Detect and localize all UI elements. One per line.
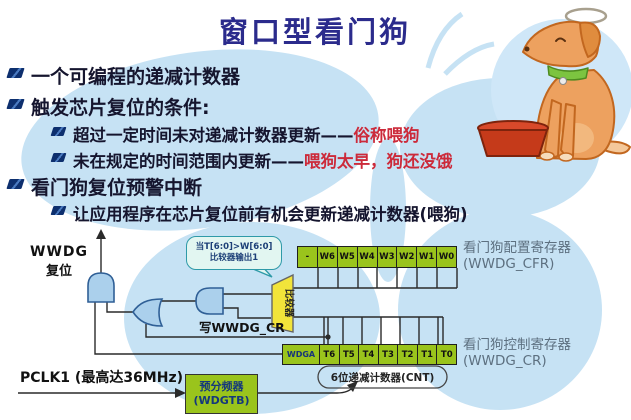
collar-tag: [559, 77, 567, 85]
bullet-icon: [50, 153, 67, 162]
bullet-text: 超过一定时间未对递减计数器更新——俗称喂狗: [73, 126, 420, 145]
bullet-text: 看门狗复位预警中断: [31, 177, 203, 199]
butterfly-antenna: [443, 41, 495, 76]
dog-paw: [558, 152, 574, 162]
bullet-text: 让应用程序在芯片复位前有机会更新递减计数器(喂狗): [73, 205, 468, 224]
bullet-item: 让应用程序在芯片复位前有机会更新递减计数器(喂狗): [50, 201, 468, 225]
register-bit-cell: T4: [359, 344, 379, 365]
comparator: [271, 273, 294, 333]
bullet-icon: [50, 206, 67, 215]
write-wwdg-cr-label: 写WWDG_CR: [199, 320, 285, 335]
dog-ear: [579, 21, 601, 58]
register-bit-cell: W5: [337, 246, 358, 268]
register-bit-cell: W0: [437, 246, 457, 268]
dog-illustration: [477, 7, 631, 162]
register-bit-cell: W6: [317, 246, 338, 268]
comparator-note-bubble: 当T[6:0]>W[6:0] 比较器输出1: [186, 236, 282, 270]
highlight-text: 俗称喂狗: [353, 126, 420, 145]
register-bit-cell: T0: [437, 344, 458, 365]
butterfly-antenna: [425, 11, 464, 69]
bullet-item: 超过一定时间未对递减计数器更新——俗称喂狗: [50, 122, 420, 146]
cnt-counter-label: 6位递减计数器(CNT): [330, 372, 435, 384]
highlight-text: 喂狗太早，狗还没饿: [304, 152, 453, 171]
wwdg-cr-register: WDGA T6 T5 T4 T3 T2 T1 T0: [282, 344, 458, 365]
bullet-item: 未在规定的时间范围内更新——喂狗太早，狗还没饿: [50, 148, 453, 172]
prescaler-box: 预分频器 (WDGTB): [185, 374, 258, 414]
register-bit-cell: W1: [417, 246, 438, 268]
and-gate-write: [195, 287, 224, 315]
cnt-bracket: [317, 365, 448, 389]
bullet-item: 一个可编程的递减计数器: [6, 62, 241, 89]
register-bit-cell: W4: [357, 246, 378, 268]
register-bit-cell: -: [297, 246, 318, 268]
dog-paw: [539, 151, 555, 161]
register-bit-cell: T2: [398, 344, 418, 365]
comparator-label: 比较器: [283, 289, 295, 318]
or-gate: [132, 298, 164, 327]
bullet-icon: [6, 68, 25, 78]
register-bit-cell: W2: [397, 246, 418, 268]
dog-bowl: [478, 129, 548, 157]
dog-collar: [547, 65, 589, 81]
and-gate-reset: [87, 272, 115, 303]
register-bit-cell: W3: [377, 246, 398, 268]
register-bit-cell: WDGA: [282, 344, 320, 365]
dog-eye: [555, 37, 566, 42]
pclk-label: PCLK1 (最高达36MHz): [20, 370, 183, 386]
diagram-wires: 比较器: [18, 229, 458, 398]
bullet-item: 触发芯片复位的条件:: [6, 93, 210, 120]
bullet-icon: [6, 99, 25, 109]
bullet-text: 一个可编程的递减计数器: [31, 66, 241, 88]
reset-arrowhead: [96, 229, 106, 239]
junction-dot: [325, 334, 331, 340]
register-bit-cell: T1: [417, 344, 438, 365]
wwdg-reset-label: WWDG 复位: [30, 244, 88, 279]
bullet-item: 看门狗复位预警中断: [6, 173, 203, 200]
bullet-text: 触发芯片复位的条件:: [31, 97, 210, 119]
cnt-arrowhead: [347, 381, 358, 392]
bullet-text: 未在规定的时间范围内更新——喂狗太早，狗还没饿: [73, 152, 453, 171]
register-bit-cell: T6: [320, 344, 340, 365]
bullet-icon: [6, 179, 25, 189]
wwdg-block-diagram: 比较器 WWDG 复位 当T[6:0]>W[6:0] 比较器输出1 写WWDG_…: [0, 225, 631, 420]
page-title: 窗口型看门狗: [218, 15, 411, 49]
dog-nose: [524, 46, 530, 52]
bullet-icon: [50, 127, 67, 136]
cfr-register-caption: 看门狗配置寄存器 (WWDG_CFR): [463, 240, 571, 272]
register-bit-cell: T3: [378, 344, 399, 365]
pclk-arrowhead: [175, 388, 186, 398]
wwdg-cfr-register: - W6 W5 W4 W3 W2 W1 W0: [297, 246, 457, 268]
register-bit-cell: T5: [339, 344, 360, 365]
cr-register-caption: 看门狗控制寄存器 (WWDG_CR): [463, 337, 571, 369]
